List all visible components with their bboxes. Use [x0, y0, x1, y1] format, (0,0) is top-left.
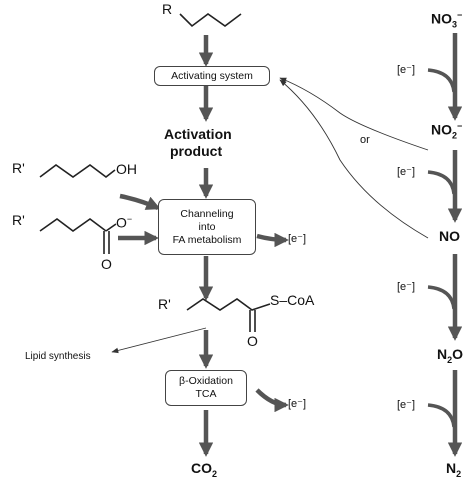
activating-system-label: Activating system	[171, 69, 253, 82]
electron-denit-3: [e⁻]	[397, 281, 416, 293]
channeling-box: Channeling into FA metabolism	[158, 199, 256, 255]
arrow-nitrite-to-activating	[279, 77, 429, 151]
alcohol-skeleton	[39, 164, 116, 179]
activating-system-box: Activating system	[154, 66, 270, 86]
electron-denit-4: [e⁻]	[397, 399, 416, 411]
channeling-line-1: Channeling	[180, 207, 234, 220]
acyl-coa-r-label: R'	[158, 296, 171, 312]
channeling-line-3: FA metabolism	[172, 233, 242, 246]
electron-inflow-1	[427, 68, 456, 93]
electron-channeling: [e⁻]	[288, 233, 307, 245]
acyl-coa-oxo-label: O	[247, 333, 258, 349]
dinitrogen-label: N2	[446, 460, 462, 479]
alkane-skeleton	[179, 13, 242, 28]
arrow-channeling-to-electron	[256, 232, 289, 248]
arrow-to-lipid-synthesis	[111, 327, 207, 354]
acyl-coa-thioester-label: S–CoA	[270, 292, 315, 308]
arrow-alcohol-to-channeling	[119, 193, 161, 211]
carboxylate-oxo-bond	[103, 231, 110, 254]
acid-anion-label: O−	[116, 214, 133, 231]
carboxylate-skeleton	[39, 218, 107, 232]
channeling-line-2: into	[198, 220, 216, 233]
co2-label: CO2	[191, 460, 218, 479]
acyl-coa-oxo-bond	[249, 310, 256, 332]
alcohol-r-label: R'	[12, 160, 25, 176]
lipid-synthesis-label: Lipid synthesis	[25, 351, 91, 362]
acid-r-label: R'	[12, 212, 25, 228]
nitrite-label: NO2−	[431, 121, 463, 141]
electron-denit-2: [e⁻]	[397, 166, 416, 178]
beta-oxidation-line-1: β-Oxidation	[179, 375, 233, 387]
acyl-coa-skeleton	[186, 298, 271, 311]
or-label: or	[360, 134, 370, 146]
electron-boxidation: [e⁻]	[288, 398, 307, 410]
alcohol-oh-label: OH	[116, 161, 137, 177]
electron-inflow-2	[427, 170, 456, 195]
activation-product-line-1: Activation	[164, 126, 232, 142]
electron-inflow-3	[427, 285, 456, 310]
nitric-oxide-label: NO	[439, 228, 460, 244]
activation-product-line-2: product	[170, 143, 223, 159]
electron-inflow-4	[427, 403, 456, 428]
nitrate-label: NO3−	[431, 10, 463, 30]
arrow-no-to-activating	[279, 79, 429, 239]
acid-oxo-label: O	[101, 256, 112, 272]
electron-denit-1: [e⁻]	[397, 64, 416, 76]
beta-oxidation-box: β-Oxidation TCA	[165, 370, 247, 406]
beta-oxidation-line-2: TCA	[195, 388, 217, 400]
alkane-r-label: R	[162, 1, 173, 17]
carboxylate-o-bond	[105, 223, 117, 232]
nitrous-oxide-label: N2O	[437, 346, 464, 365]
arrow-boxidation-to-electron	[255, 388, 289, 413]
